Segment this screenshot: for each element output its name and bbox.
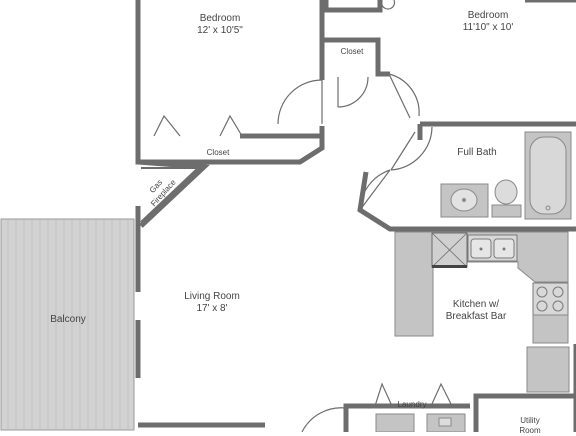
bedroom-1-label: Bedroom 12' x 10'5" bbox=[197, 13, 243, 36]
door-swings bbox=[153, 0, 453, 432]
bedroom-2-label: Bedroom 11'10" x 10' bbox=[462, 10, 514, 33]
utility-room-label: Utility Room bbox=[519, 416, 541, 435]
full-bath-label: Full Bath bbox=[457, 147, 497, 158]
closet-mid-label: Closet bbox=[206, 148, 230, 157]
kitchen-label: Kitchen w/ Breakfast Bar bbox=[445, 299, 507, 322]
kitchen-counter bbox=[394, 231, 569, 337]
living-room-label: Living Room 17' x 8' bbox=[184, 291, 240, 314]
closet-top-label: Closet bbox=[340, 47, 364, 56]
toilet bbox=[491, 179, 522, 218]
kitchen-sink bbox=[467, 234, 518, 262]
balcony-area bbox=[0, 218, 135, 431]
balcony-label: Balcony bbox=[50, 314, 86, 325]
washer-dryer bbox=[375, 413, 466, 432]
refrigerator bbox=[526, 346, 570, 393]
fireplace-outline bbox=[140, 167, 201, 223]
bathtub bbox=[524, 131, 572, 220]
stove bbox=[532, 282, 569, 316]
laundry-label: Laundry bbox=[397, 400, 427, 409]
dishwasher bbox=[532, 314, 569, 344]
walls bbox=[135, 0, 576, 432]
bath-sink bbox=[440, 183, 489, 218]
